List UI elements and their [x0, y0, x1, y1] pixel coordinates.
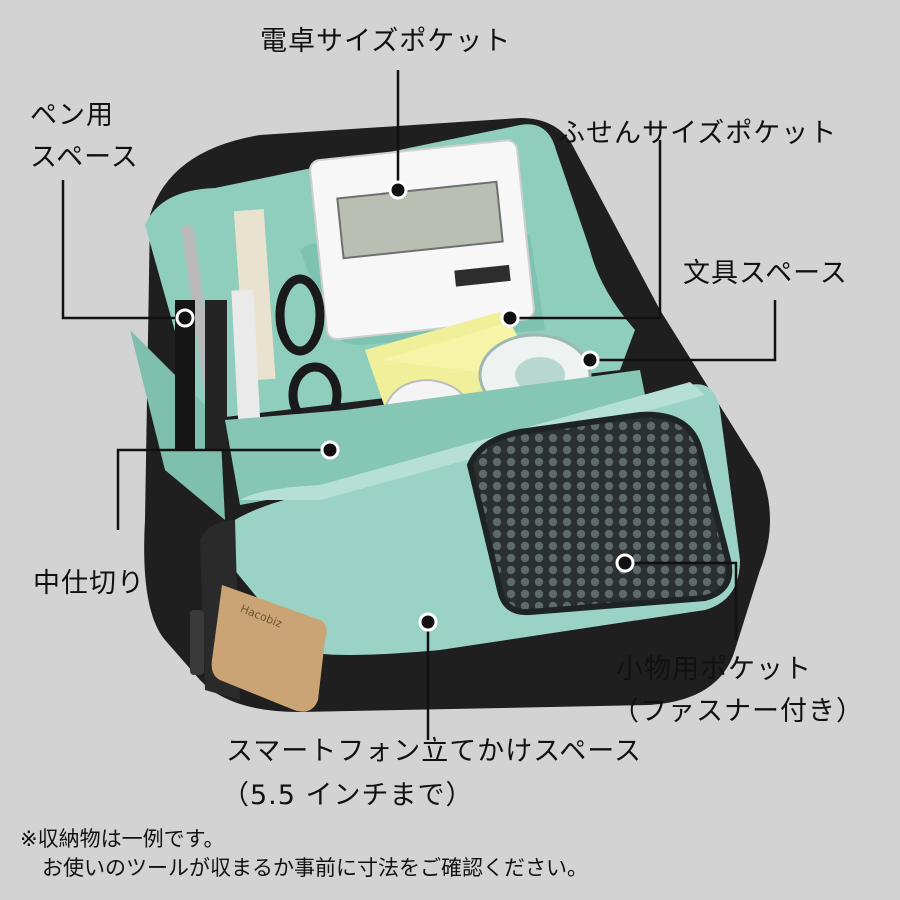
scissors: [275, 274, 325, 356]
zipper-pull: [190, 610, 204, 675]
label-phone-stand-line1: スマートフォン立てかけスペース: [226, 736, 642, 767]
label-calculator-pocket: 電卓サイズポケット: [260, 26, 512, 57]
label-stationery-space: 文具スペース: [683, 258, 848, 289]
label-accessory-pocket-line2: （ファスナー付き）: [612, 696, 864, 727]
callout-line-stationery: [590, 300, 777, 362]
callout-lines: [61, 70, 777, 740]
label-sticky-pocket: ふせんサイズポケット: [558, 118, 838, 149]
divider-panel: [225, 370, 650, 505]
calculator: [309, 139, 535, 341]
label-accessory-pocket-line1: 小物用ポケット: [616, 654, 812, 685]
label-divider: 中仕切り: [33, 568, 145, 599]
callout-line-sticky: [510, 140, 662, 320]
note-line1: ※収納物は一例です。: [20, 827, 225, 851]
callout-dots: [175, 180, 635, 632]
note-line2: お使いのツールが収まるか事前に寸法をご確認ください。: [42, 856, 588, 880]
label-pen-space-line2: スペース: [30, 142, 139, 173]
brand-tag: Hacobiz: [211, 585, 327, 712]
callout-line-pen: [61, 180, 185, 320]
label-pen-space-line1: ペン用: [30, 100, 114, 131]
callout-line-divider: [116, 448, 330, 530]
label-phone-stand-line2: （5.5 インチまで）: [222, 780, 474, 811]
mesh-pocket: [466, 411, 733, 616]
callout-line-accessory: [625, 561, 738, 640]
pens: [175, 209, 276, 451]
